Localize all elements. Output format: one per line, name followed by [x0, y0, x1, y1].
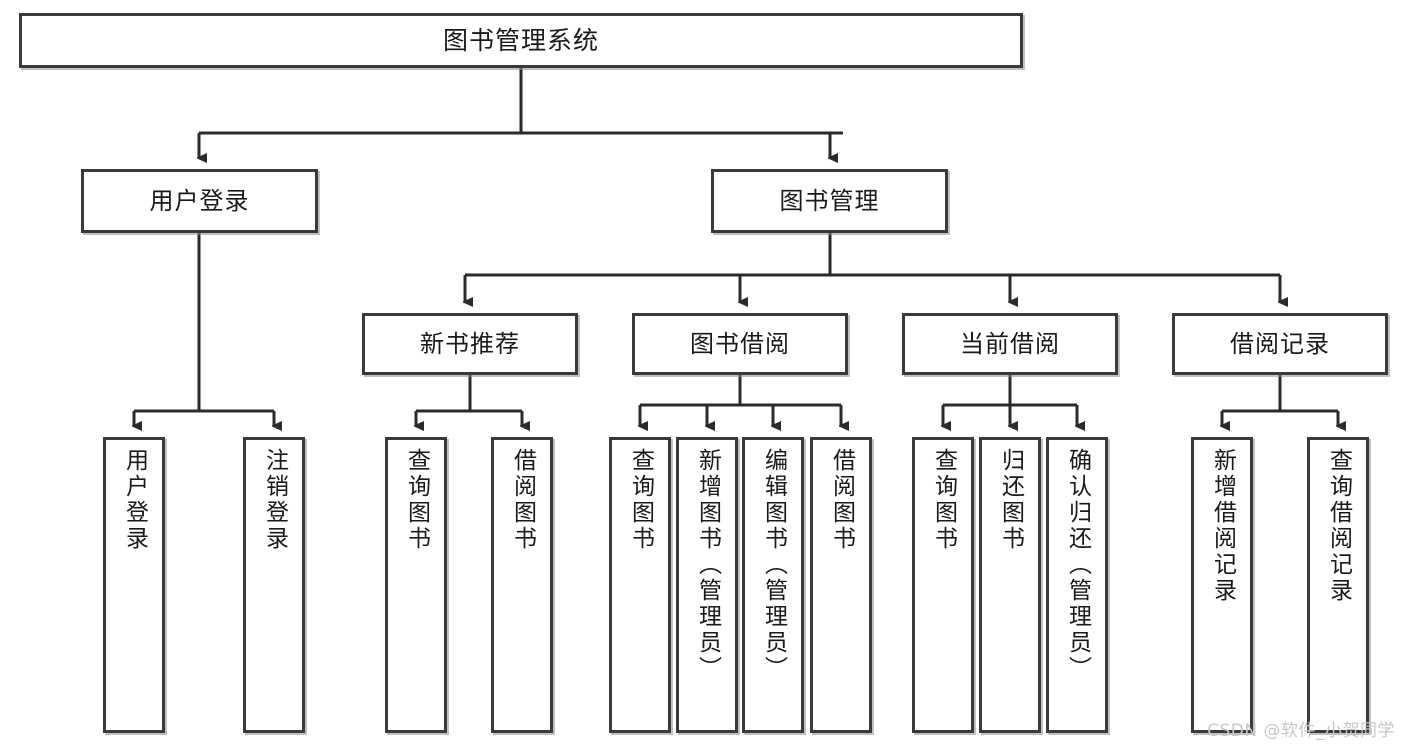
- node-borrow-records-label: 借阅记录: [1230, 329, 1330, 358]
- node-book-borrow[interactable]: 图书借阅: [632, 313, 848, 375]
- node-user-login[interactable]: 用户登录: [81, 169, 318, 233]
- csdn-watermark: CSDN @软件_小贺同学: [1207, 721, 1395, 741]
- leaf-user-login-signin-label: 用户登录: [121, 448, 148, 552]
- node-borrow-records[interactable]: 借阅记录: [1172, 313, 1388, 375]
- leaf-borrow-query-book-label: 查询图书: [627, 448, 654, 552]
- leaf-borrow-borrow-book[interactable]: 借阅图书: [810, 437, 872, 733]
- leaf-new-books-borrow-label: 借阅图书: [509, 448, 536, 552]
- leaf-records-query[interactable]: 查询借阅记录: [1307, 437, 1369, 733]
- leaf-user-login-signout[interactable]: 注销登录: [243, 437, 305, 733]
- node-root[interactable]: 图书管理系统: [19, 13, 1023, 68]
- leaf-current-confirm-return-label: 确认归还（管理员）: [1064, 448, 1091, 682]
- leaf-borrow-query-book[interactable]: 查询图书: [609, 437, 671, 733]
- leaf-new-books-query[interactable]: 查询图书: [385, 437, 447, 733]
- leaf-user-login-signin[interactable]: 用户登录: [103, 437, 165, 733]
- node-user-login-label: 用户登录: [149, 186, 250, 215]
- leaf-current-query-book[interactable]: 查询图书: [912, 437, 974, 733]
- node-book-management[interactable]: 图书管理: [711, 169, 948, 233]
- leaf-user-login-signout-label: 注销登录: [261, 448, 288, 552]
- node-current-borrow[interactable]: 当前借阅: [902, 313, 1118, 375]
- node-book-borrow-label: 图书借阅: [690, 329, 790, 358]
- leaf-records-add-label: 新增借阅记录: [1209, 448, 1236, 604]
- leaf-borrow-borrow-book-label: 借阅图书: [828, 448, 855, 552]
- node-new-book-recommend[interactable]: 新书推荐: [362, 313, 578, 375]
- leaf-records-query-label: 查询借阅记录: [1325, 448, 1352, 604]
- node-new-book-recommend-label: 新书推荐: [420, 329, 520, 358]
- leaf-borrow-add-book-label: 新增图书（管理员）: [694, 448, 721, 682]
- node-current-borrow-label: 当前借阅: [960, 329, 1060, 358]
- leaf-new-books-borrow[interactable]: 借阅图书: [491, 437, 553, 733]
- leaf-borrow-edit-book-label: 编辑图书（管理员）: [760, 448, 787, 682]
- leaf-records-add[interactable]: 新增借阅记录: [1191, 437, 1253, 733]
- leaf-borrow-edit-book[interactable]: 编辑图书（管理员）: [742, 437, 804, 733]
- node-root-label: 图书管理系统: [442, 25, 599, 55]
- node-book-management-label: 图书管理: [779, 186, 880, 215]
- leaf-new-books-query-label: 查询图书: [403, 448, 430, 552]
- leaf-current-return-book[interactable]: 归还图书: [979, 437, 1041, 733]
- leaf-current-return-book-label: 归还图书: [997, 448, 1024, 552]
- leaf-borrow-add-book[interactable]: 新增图书（管理员）: [676, 437, 738, 733]
- leaf-current-query-book-label: 查询图书: [930, 448, 957, 552]
- leaf-current-confirm-return[interactable]: 确认归还（管理员）: [1046, 437, 1108, 733]
